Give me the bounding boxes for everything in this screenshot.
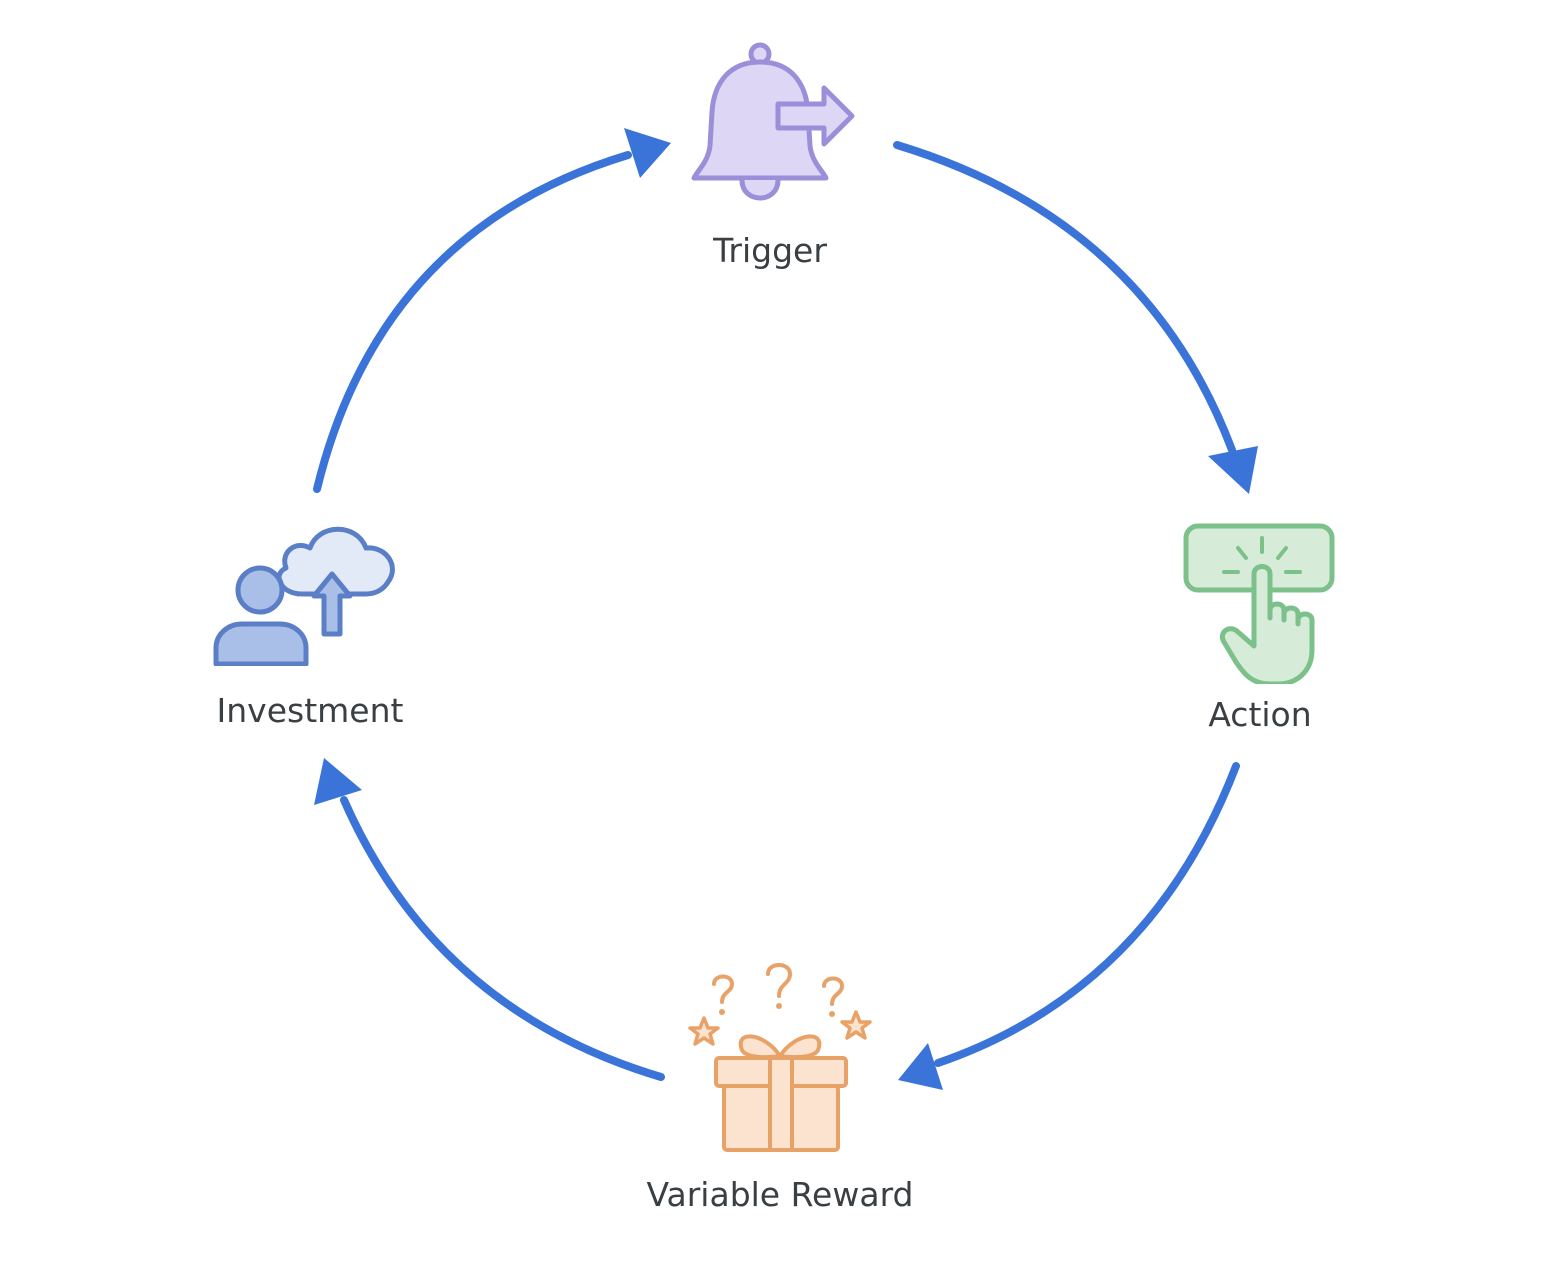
pointer-tap-button-icon <box>1180 514 1340 684</box>
node-reward: Variable Reward <box>580 960 980 1211</box>
node-label-investment: Investment <box>216 691 404 730</box>
node-trigger: Trigger <box>620 38 920 267</box>
edge-action-to-reward <box>898 762 1240 1090</box>
edge-investment-to-trigger <box>313 128 671 493</box>
mystery-gift-icon <box>680 960 880 1156</box>
edge-trigger-to-action-arrowhead <box>1208 446 1258 494</box>
node-action: Action <box>1110 514 1410 731</box>
node-label-trigger: Trigger <box>713 231 827 270</box>
bell-with-arrow-icon <box>680 38 860 208</box>
node-label-variable-reward: Variable Reward <box>646 1175 914 1214</box>
edge-reward-to-investment <box>314 758 665 1081</box>
node-label-action: Action <box>1208 695 1312 734</box>
node-investment: Investment <box>160 516 460 727</box>
edge-investment-to-trigger-arrowhead <box>624 128 671 178</box>
edge-trigger-to-action <box>893 141 1258 494</box>
edge-action-to-reward-arrowhead <box>898 1043 943 1090</box>
user-cloud-upload-icon <box>210 516 410 666</box>
edge-reward-to-investment-arrowhead <box>314 758 362 805</box>
